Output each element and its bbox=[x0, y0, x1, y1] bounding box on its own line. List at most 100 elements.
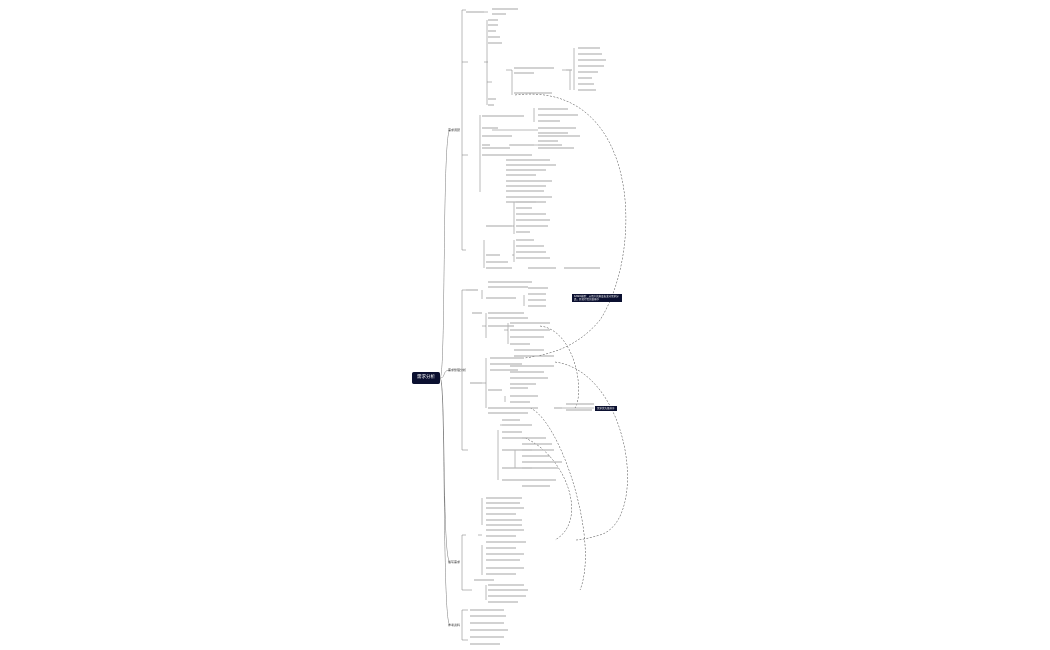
leaf-node-102[interactable] bbox=[522, 437, 546, 439]
leaf-node-131[interactable] bbox=[488, 601, 518, 603]
leaf-node-129[interactable] bbox=[488, 589, 528, 591]
leaf-node-116[interactable] bbox=[486, 513, 516, 515]
leaf-node-14[interactable] bbox=[578, 65, 604, 67]
leaf-node-35[interactable] bbox=[482, 147, 510, 149]
category-write-requirements[interactable]: 编写需求 bbox=[448, 560, 461, 564]
leaf-node-135[interactable] bbox=[470, 629, 508, 631]
leaf-node-123[interactable] bbox=[486, 553, 524, 555]
leaf-node-120[interactable] bbox=[486, 535, 516, 537]
leaf-node-82[interactable] bbox=[490, 357, 524, 359]
leaf-node-81[interactable] bbox=[470, 382, 482, 384]
leaf-node-37[interactable] bbox=[482, 154, 532, 156]
leaf-node-1[interactable] bbox=[492, 8, 518, 10]
leaf-node-24[interactable] bbox=[538, 114, 578, 116]
leaf-node-75[interactable] bbox=[510, 322, 550, 324]
leaf-node-19[interactable] bbox=[514, 92, 552, 94]
leaf-node-76[interactable] bbox=[510, 329, 550, 331]
category-requirement-research[interactable]: 需求调研 bbox=[448, 128, 461, 132]
leaf-node-27[interactable] bbox=[538, 127, 576, 129]
leaf-node-113[interactable] bbox=[486, 497, 522, 499]
leaf-node-33[interactable] bbox=[510, 144, 534, 146]
leaf-node-17[interactable] bbox=[578, 83, 594, 85]
leaf-node-40[interactable] bbox=[506, 169, 546, 171]
leaf-node-87[interactable] bbox=[510, 377, 548, 379]
leaf-node-32[interactable] bbox=[482, 144, 490, 146]
leaf-node-30[interactable] bbox=[538, 135, 580, 137]
leaf-node-103[interactable] bbox=[502, 449, 532, 451]
leaf-node-110[interactable] bbox=[502, 479, 522, 481]
leaf-node-48[interactable] bbox=[516, 201, 536, 203]
leaf-node-133[interactable] bbox=[470, 615, 506, 617]
leaf-node-111[interactable] bbox=[522, 479, 556, 481]
leaf-node-112[interactable] bbox=[522, 485, 550, 487]
leaf-node-78[interactable] bbox=[510, 343, 530, 345]
leaf-node-104[interactable] bbox=[522, 443, 552, 445]
leaf-node-50[interactable] bbox=[516, 213, 546, 215]
leaf-node-20[interactable] bbox=[488, 98, 496, 100]
leaf-node-2[interactable] bbox=[492, 13, 506, 15]
leaf-node-39[interactable] bbox=[506, 164, 556, 166]
leaf-node-77[interactable] bbox=[510, 336, 544, 338]
leaf-node-125[interactable] bbox=[486, 567, 524, 569]
leaf-node-92[interactable] bbox=[510, 401, 530, 403]
leaf-node-56[interactable] bbox=[516, 245, 544, 247]
leaf-node-95[interactable] bbox=[554, 407, 562, 409]
leaf-node-52[interactable] bbox=[516, 225, 548, 227]
leaf-node-121[interactable] bbox=[486, 541, 526, 543]
leaf-node-101[interactable] bbox=[502, 437, 528, 439]
leaf-node-51[interactable] bbox=[516, 219, 550, 221]
leaf-node-29[interactable] bbox=[482, 135, 512, 137]
leaf-node-15[interactable] bbox=[578, 71, 598, 73]
leaf-node-83[interactable] bbox=[490, 363, 522, 365]
leaf-node-22[interactable] bbox=[482, 115, 524, 117]
leaf-node-128[interactable] bbox=[488, 584, 524, 586]
leaf-node-44[interactable] bbox=[506, 190, 544, 192]
leaf-node-49[interactable] bbox=[516, 207, 532, 209]
leaf-node-94[interactable] bbox=[488, 412, 528, 414]
leaf-node-62[interactable] bbox=[564, 267, 600, 269]
leaf-node-70[interactable] bbox=[528, 305, 546, 307]
leaf-node-10[interactable] bbox=[566, 69, 572, 71]
leaf-node-91[interactable] bbox=[510, 395, 538, 397]
leaf-node-99[interactable] bbox=[502, 424, 532, 426]
leaf-node-69[interactable] bbox=[528, 299, 546, 301]
leaf-node-107[interactable] bbox=[502, 467, 532, 469]
leaf-node-60[interactable] bbox=[486, 267, 512, 269]
leaf-node-93[interactable] bbox=[488, 407, 538, 409]
leaf-node-54[interactable] bbox=[486, 254, 500, 256]
leaf-node-108[interactable] bbox=[522, 461, 562, 463]
leaf-node-31[interactable] bbox=[538, 140, 558, 142]
leaf-node-88[interactable] bbox=[510, 383, 536, 385]
leaf-node-23[interactable] bbox=[538, 108, 568, 110]
leaf-node-28[interactable] bbox=[538, 132, 568, 134]
leaf-node-115[interactable] bbox=[486, 507, 524, 509]
leaf-node-36[interactable] bbox=[538, 147, 574, 149]
leaf-node-132[interactable] bbox=[470, 609, 504, 611]
leaf-node-130[interactable] bbox=[488, 595, 526, 597]
leaf-node-98[interactable] bbox=[502, 419, 520, 421]
leaf-node-80[interactable] bbox=[514, 355, 554, 357]
root-node[interactable]: 需求分析 bbox=[412, 372, 440, 384]
leaf-node-63[interactable] bbox=[488, 281, 532, 283]
leaf-node-55[interactable] bbox=[516, 239, 534, 241]
leaf-node-86[interactable] bbox=[510, 371, 544, 373]
leaf-node-66[interactable] bbox=[486, 297, 516, 299]
leaf-node-96[interactable] bbox=[566, 403, 594, 405]
leaf-node-90[interactable] bbox=[510, 387, 528, 389]
leaf-node-64[interactable] bbox=[488, 286, 528, 288]
leaf-node-85[interactable] bbox=[510, 365, 554, 367]
leaf-node-74[interactable] bbox=[488, 325, 514, 327]
leaf-node-53[interactable] bbox=[516, 231, 530, 233]
leaf-node-126[interactable] bbox=[486, 573, 516, 575]
leaf-node-8[interactable] bbox=[514, 67, 554, 69]
leaf-node-136[interactable] bbox=[470, 636, 504, 638]
leaf-node-38[interactable] bbox=[506, 159, 550, 161]
leaf-node-18[interactable] bbox=[578, 89, 596, 91]
leaf-node-11[interactable] bbox=[578, 47, 600, 49]
leaf-node-67[interactable] bbox=[528, 287, 548, 289]
leaf-node-134[interactable] bbox=[470, 622, 504, 624]
leaf-node-106[interactable] bbox=[522, 455, 550, 457]
category-reference-materials[interactable]: 参考资料 bbox=[448, 623, 461, 627]
leaf-node-4[interactable] bbox=[488, 24, 498, 26]
